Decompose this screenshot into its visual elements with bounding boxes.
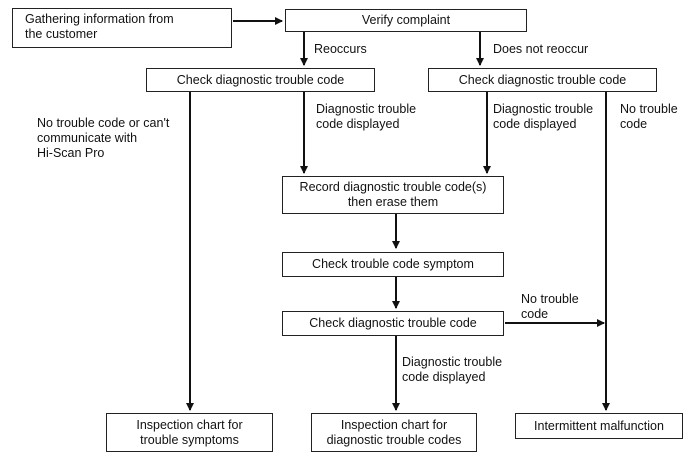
- edge-label-dtc-displayed-1: Diagnostic trouble code displayed: [316, 102, 417, 131]
- node-record-dtc: Record diagnostic trouble code(s) then e…: [282, 176, 504, 214]
- edge-label-dtc-displayed-3: Diagnostic trouble code displayed: [402, 355, 503, 384]
- node-check-dtc-left: Check diagnostic trouble code: [146, 68, 375, 92]
- node-intermittent: Intermittent malfunction: [515, 413, 683, 439]
- node-gathering-info-label: Gathering information from the customer: [25, 12, 174, 41]
- edge-label-no-code-left: No trouble code or can't communicate wit…: [37, 116, 170, 160]
- node-record-dtc-label: Record diagnostic trouble code(s) then e…: [299, 180, 487, 209]
- node-intermittent-label: Intermittent malfunction: [534, 418, 664, 433]
- node-check-symptom-label: Check trouble code symptom: [312, 257, 474, 271]
- node-check-symptom: Check trouble code symptom: [282, 252, 504, 277]
- node-check-dtc-left-label: Check diagnostic trouble code: [176, 72, 345, 87]
- node-inspection-symptoms: Inspection chart for trouble symptoms: [106, 413, 273, 452]
- node-inspection-symptoms-label: Inspection chart for trouble symptoms: [136, 417, 243, 447]
- edge-label-no-code-mid: No trouble code: [521, 292, 579, 321]
- edge-label-dtc-displayed-2: Diagnostic trouble code displayed: [493, 102, 594, 131]
- node-check-dtc-mid: Check diagnostic trouble code: [282, 311, 504, 336]
- node-check-dtc-right: Check diagnostic trouble code: [428, 68, 657, 92]
- node-check-dtc-mid-label: Check diagnostic trouble code: [309, 316, 477, 330]
- edge-label-no-code-right: No trouble code: [620, 102, 678, 131]
- node-gathering-info: Gathering information from the customer: [12, 8, 232, 48]
- edge-label-reoccurs: Reoccurs: [314, 42, 367, 56]
- node-check-dtc-right-label: Check diagnostic trouble code: [458, 72, 627, 87]
- node-verify-complaint-label: Verify complaint: [361, 13, 451, 27]
- edge-label-does-not-reoccur: Does not reoccur: [493, 42, 589, 56]
- node-inspection-codes-label: Inspection chart for diagnostic trouble …: [326, 417, 462, 447]
- node-inspection-codes: Inspection chart for diagnostic trouble …: [311, 413, 477, 452]
- node-verify-complaint: Verify complaint: [285, 9, 527, 32]
